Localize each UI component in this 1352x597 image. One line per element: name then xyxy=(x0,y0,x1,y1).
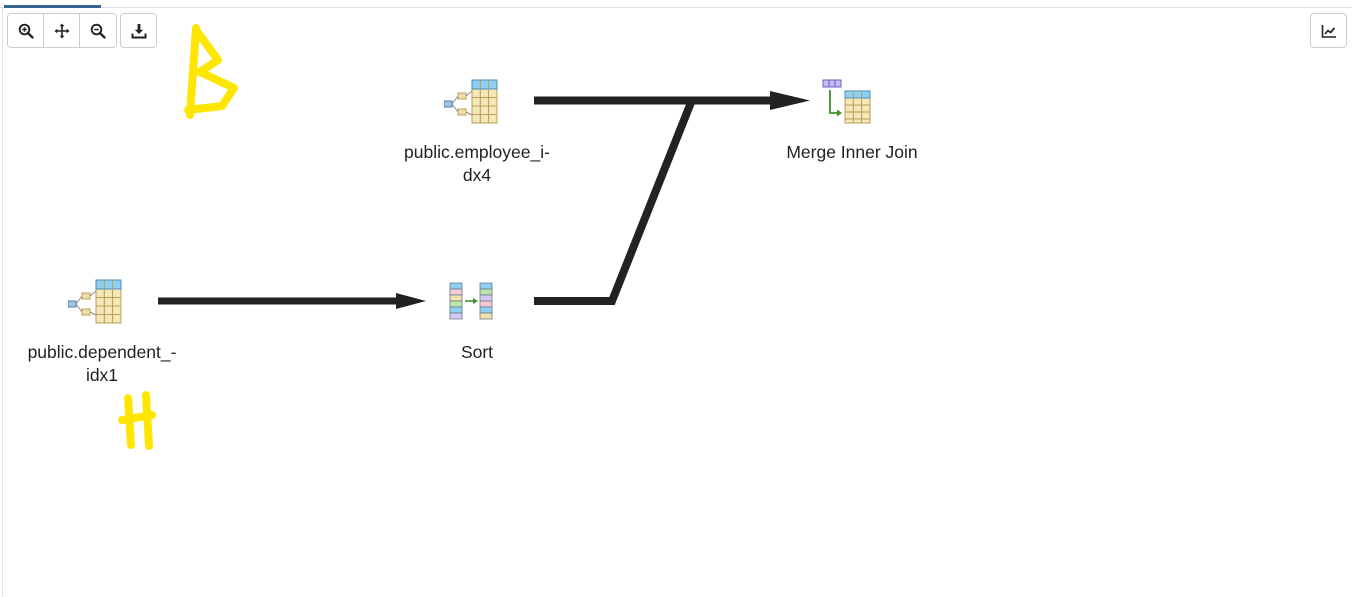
zoom-out-button[interactable] xyxy=(80,14,116,47)
edge-employee-to-merge xyxy=(534,91,810,110)
panel-top-border xyxy=(0,7,1352,8)
download-icon xyxy=(131,23,146,38)
edge-sort-to-merge xyxy=(534,98,696,305)
index-scan-icon xyxy=(68,279,122,324)
annotation-letter-h xyxy=(118,391,156,450)
fit-to-screen-button[interactable] xyxy=(44,14,80,47)
node-label-sort[interactable]: Sort xyxy=(460,342,494,362)
merge-join-icon xyxy=(822,79,871,124)
zoom-toolbar xyxy=(7,13,117,48)
node-label-dependent[interactable]: public.dependent_- idx1 xyxy=(27,342,177,385)
active-tab-indicator xyxy=(4,5,101,8)
panel-left-border xyxy=(2,8,3,597)
sort-icon xyxy=(449,282,493,320)
download-button[interactable] xyxy=(120,13,157,48)
statistics-button[interactable] xyxy=(1310,13,1347,48)
zoom-in-icon xyxy=(18,23,34,39)
node-label-employee[interactable]: public.employee_i- dx4 xyxy=(404,142,550,185)
edge-dependent-to-sort xyxy=(158,293,426,309)
line-chart-icon xyxy=(1321,24,1336,38)
annotation-letter-b xyxy=(184,24,238,119)
move-arrows-icon xyxy=(54,23,69,38)
zoom-in-button[interactable] xyxy=(8,14,44,47)
node-label-merge-join[interactable]: Merge Inner Join xyxy=(786,142,918,162)
zoom-out-icon xyxy=(90,23,106,39)
index-scan-icon xyxy=(444,79,498,124)
